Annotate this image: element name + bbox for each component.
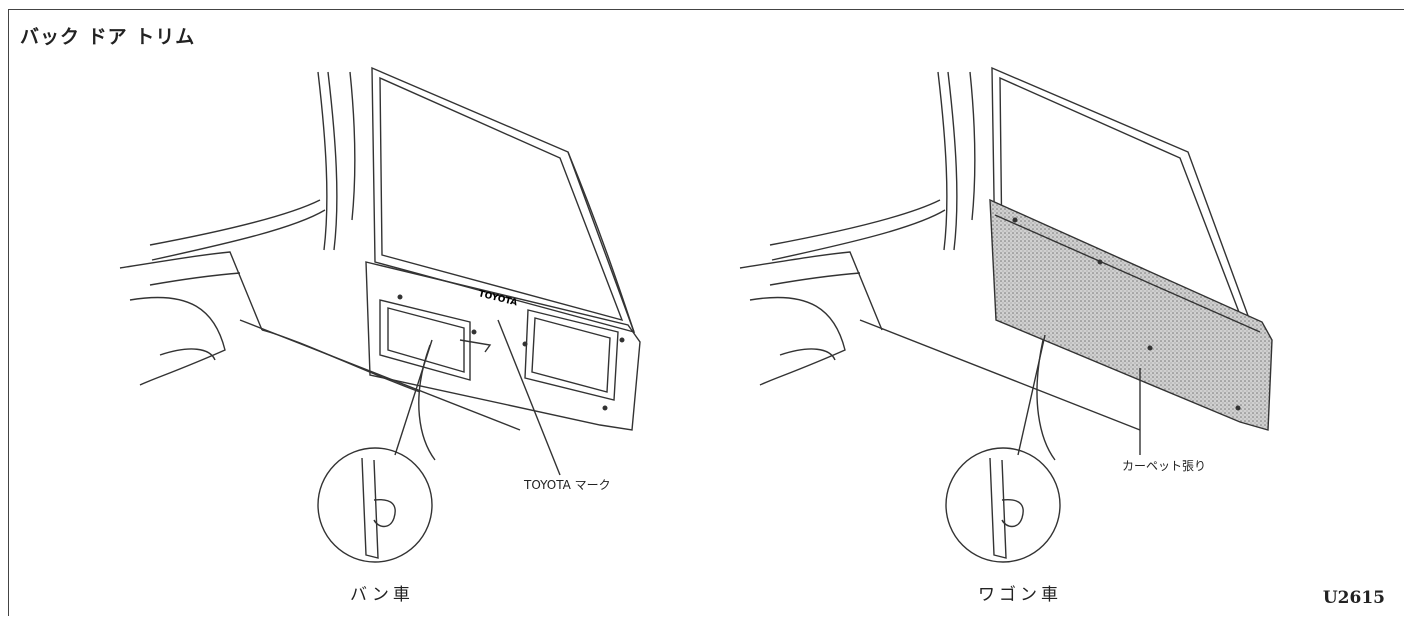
fastener-detail-circle: [317, 447, 433, 563]
pillar-line: [317, 71, 328, 251]
figure-code: U2615: [1322, 588, 1385, 608]
carpet-trim-panel: [989, 198, 1273, 431]
figure-title: バック ドア トリム: [20, 26, 196, 48]
rear-glass: [371, 66, 636, 334]
trim-window-left: [379, 299, 471, 381]
wagon-caption: ワゴン車: [978, 585, 1062, 605]
toyota-mark-label: TOYOTA マーク: [524, 478, 611, 492]
carpet-label: カーペット張り: [1122, 459, 1207, 473]
toyota-emblem: TOYOTA: [477, 289, 518, 308]
van-caption: バン車: [350, 585, 414, 605]
wagon-back-door-view: [739, 66, 1273, 563]
fastener-detail-circle: [945, 447, 1061, 563]
van-back-door-view: [119, 66, 641, 563]
pillar-line: [327, 71, 338, 251]
trim-window-right: [524, 309, 619, 401]
emblem-leader-line: [497, 319, 561, 476]
trim-panel: [365, 261, 641, 431]
figure-frame: [8, 9, 1404, 616]
